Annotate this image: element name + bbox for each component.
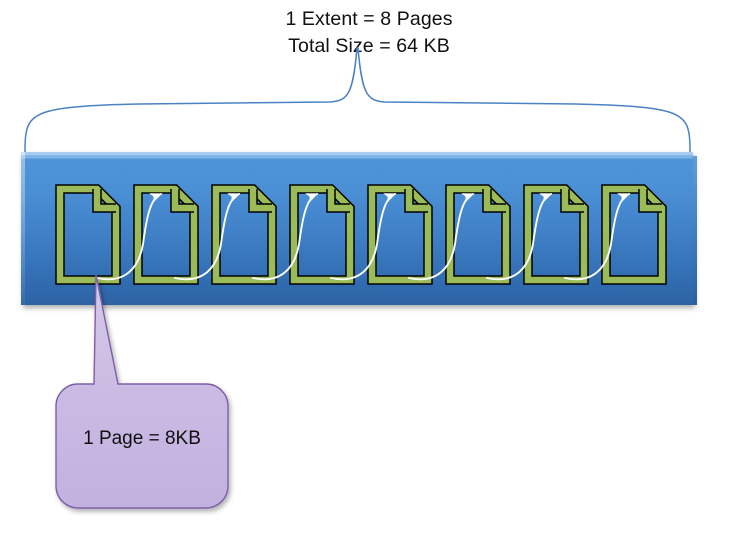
callout-shape-svg bbox=[55, 274, 229, 509]
page-icon-7 bbox=[528, 189, 584, 280]
pages-layer bbox=[21, 152, 693, 305]
page-icon-1 bbox=[60, 189, 116, 280]
callout-bubble bbox=[55, 274, 229, 509]
page-link-arrow-5 bbox=[408, 193, 475, 281]
page-icon-2 bbox=[138, 189, 194, 280]
diagram-title: 1 Extent = 8 Pages Total Size = 64 KB bbox=[0, 6, 738, 60]
page-link-arrow-6 bbox=[486, 193, 553, 281]
title-line-2: Total Size = 64 KB bbox=[288, 34, 450, 57]
brace-svg bbox=[24, 47, 691, 153]
extent-bar-left-highlight bbox=[21, 152, 25, 305]
page-link-arrow-7 bbox=[564, 193, 631, 281]
page-link-arrow-4 bbox=[330, 193, 397, 281]
page-link-arrow-2 bbox=[174, 193, 241, 281]
page-icon-4 bbox=[294, 189, 350, 280]
page-icon-3 bbox=[216, 189, 272, 280]
page-icon-8 bbox=[606, 189, 662, 280]
page-link-arrow-3 bbox=[252, 193, 319, 281]
extent-bar bbox=[21, 152, 697, 305]
extent-bar-right-bevel bbox=[693, 156, 697, 305]
brace-right-half bbox=[357, 47, 691, 153]
page-icon-5 bbox=[372, 189, 428, 280]
pages-and-connectors-svg bbox=[21, 152, 693, 305]
page-size-callout: 1 Page = 8KB bbox=[55, 268, 229, 516]
brace-left-half bbox=[24, 47, 358, 153]
page-link-arrow-1 bbox=[96, 193, 163, 281]
title-line-1: 1 Extent = 8 Pages bbox=[285, 8, 453, 30]
extent-span-brace bbox=[0, 44, 738, 154]
page-icon-6 bbox=[450, 189, 506, 280]
